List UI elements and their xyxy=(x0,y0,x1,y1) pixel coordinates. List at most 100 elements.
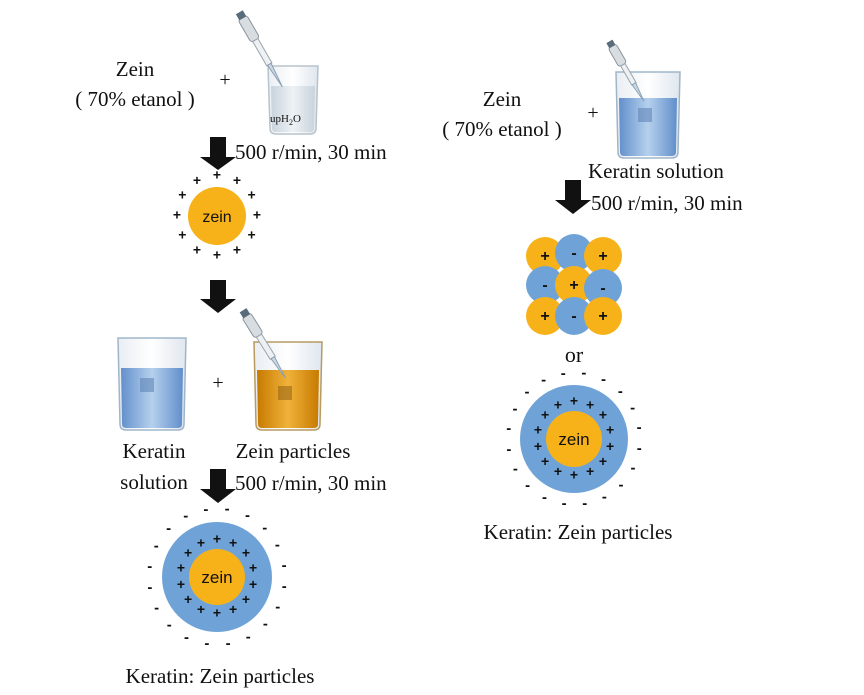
or-label: or xyxy=(565,342,584,367)
negative-charge: - xyxy=(167,616,172,633)
right-ethanol-label: ( 70% etanol ) xyxy=(442,117,562,141)
negative-charge: - xyxy=(226,635,231,652)
negative-charge: - xyxy=(204,635,209,652)
positive-charge: + xyxy=(248,227,256,243)
positive-charge: + xyxy=(178,227,186,243)
zein-small-particle xyxy=(584,297,622,335)
negative-charge: - xyxy=(275,598,280,615)
keratin-small-particle xyxy=(555,234,593,272)
negative-charge: - xyxy=(506,420,511,437)
pipette-icon xyxy=(235,10,283,88)
positive-charge: + xyxy=(213,167,221,183)
negative-charge: - xyxy=(147,558,152,575)
negative-charge: - xyxy=(512,400,517,417)
negative-charge: - xyxy=(571,245,576,262)
negative-charge: - xyxy=(154,599,159,616)
positive-charge: + xyxy=(570,467,578,483)
positive-charge: + xyxy=(534,421,542,437)
shell-charges-right: ++++++++++++++-------------------- xyxy=(506,365,642,513)
negative-charge: - xyxy=(513,460,518,477)
positive-charge: + xyxy=(177,576,185,592)
positive-charge: + xyxy=(193,172,201,188)
negative-charge: - xyxy=(601,371,606,388)
positive-charge: + xyxy=(173,207,181,223)
core-shell-particle-left: zein xyxy=(162,522,272,632)
positive-charge: + xyxy=(197,534,205,550)
pipette-icon-3 xyxy=(606,39,645,102)
positive-charge: + xyxy=(599,453,607,469)
negative-charge: - xyxy=(571,308,576,325)
left-caption: Keratin: Zein particles xyxy=(126,664,315,688)
left-zein-label: Zein xyxy=(116,57,155,81)
negative-charge: - xyxy=(581,365,586,382)
negative-charge: - xyxy=(562,495,567,512)
negative-charge: - xyxy=(602,489,607,506)
negative-charge: - xyxy=(245,507,250,524)
negative-charge: - xyxy=(542,277,547,294)
negative-charge: - xyxy=(166,520,171,537)
negative-charge: - xyxy=(600,280,605,297)
right-keratin-beaker-icon xyxy=(615,71,681,159)
negative-charge: - xyxy=(582,495,587,512)
negative-charge: - xyxy=(183,508,188,525)
positive-charge: + xyxy=(249,576,257,592)
positive-charge: + xyxy=(570,393,578,409)
right-plus: + xyxy=(587,102,598,124)
positive-charge: + xyxy=(197,601,205,617)
negative-charge: - xyxy=(282,557,287,574)
positive-charge: + xyxy=(554,463,562,479)
negative-charge: - xyxy=(618,383,623,400)
negative-charge: - xyxy=(506,441,511,458)
negative-charge: - xyxy=(637,440,642,457)
positive-charge: + xyxy=(569,277,578,294)
zein-small-particle xyxy=(526,297,564,335)
positive-charge: + xyxy=(233,172,241,188)
keratin-small-particle xyxy=(526,266,564,304)
zein-particles-beaker-icon xyxy=(253,341,323,431)
arrow-down-icon-right xyxy=(555,180,591,214)
negative-charge: - xyxy=(282,578,287,595)
negative-charge: - xyxy=(542,489,547,506)
positive-charge: + xyxy=(213,531,221,547)
positive-charge: + xyxy=(184,545,192,561)
positive-charge: + xyxy=(541,453,549,469)
positive-charge: + xyxy=(178,187,186,203)
uph2o-label: upH2O xyxy=(270,113,301,127)
negative-charge: - xyxy=(525,477,530,494)
left-plus-2: + xyxy=(212,372,223,394)
positive-charge: + xyxy=(253,207,261,223)
negative-charge: - xyxy=(631,460,636,477)
left-step2-label: 500 r/min, 30 min xyxy=(235,471,387,495)
left-plus-1: + xyxy=(219,69,230,91)
keratin-label-line2: solution xyxy=(120,470,188,494)
positive-charge: + xyxy=(554,396,562,412)
positive-charge: + xyxy=(606,438,614,454)
negative-charge: - xyxy=(637,419,642,436)
zein-particles-label: Zein particles xyxy=(236,439,351,463)
left-ethanol-label: ( 70% etanol ) xyxy=(75,87,195,111)
negative-charge: - xyxy=(618,476,623,493)
positive-charge: + xyxy=(248,187,256,203)
right-step-label: 500 r/min, 30 min xyxy=(591,191,743,215)
negative-charge: - xyxy=(561,365,566,382)
positive-charge: + xyxy=(177,559,185,575)
core-label-right: zein xyxy=(558,430,589,449)
positive-charge: + xyxy=(598,308,607,325)
charged-particle-cluster: +-+-+-+-+ xyxy=(526,234,622,335)
negative-charge: - xyxy=(246,628,251,645)
positive-charge: + xyxy=(184,591,192,607)
keratin-small-particle xyxy=(555,297,593,335)
zein-particle-label: zein xyxy=(202,209,231,226)
shell-charges-left: ++++++++++++++-------------------- xyxy=(147,501,286,652)
negative-charge: - xyxy=(147,579,152,596)
keratin-label-line1: Keratin xyxy=(123,439,186,463)
right-zein-label: Zein xyxy=(483,87,522,111)
zein-particle: zein xyxy=(188,187,246,245)
arrow-down-icon-1 xyxy=(200,137,236,170)
right-keratin-solution-label: Keratin solution xyxy=(588,159,724,183)
core-shell-particle-right: zein xyxy=(520,385,628,493)
positive-charge: + xyxy=(249,559,257,575)
positive-charge: + xyxy=(606,421,614,437)
